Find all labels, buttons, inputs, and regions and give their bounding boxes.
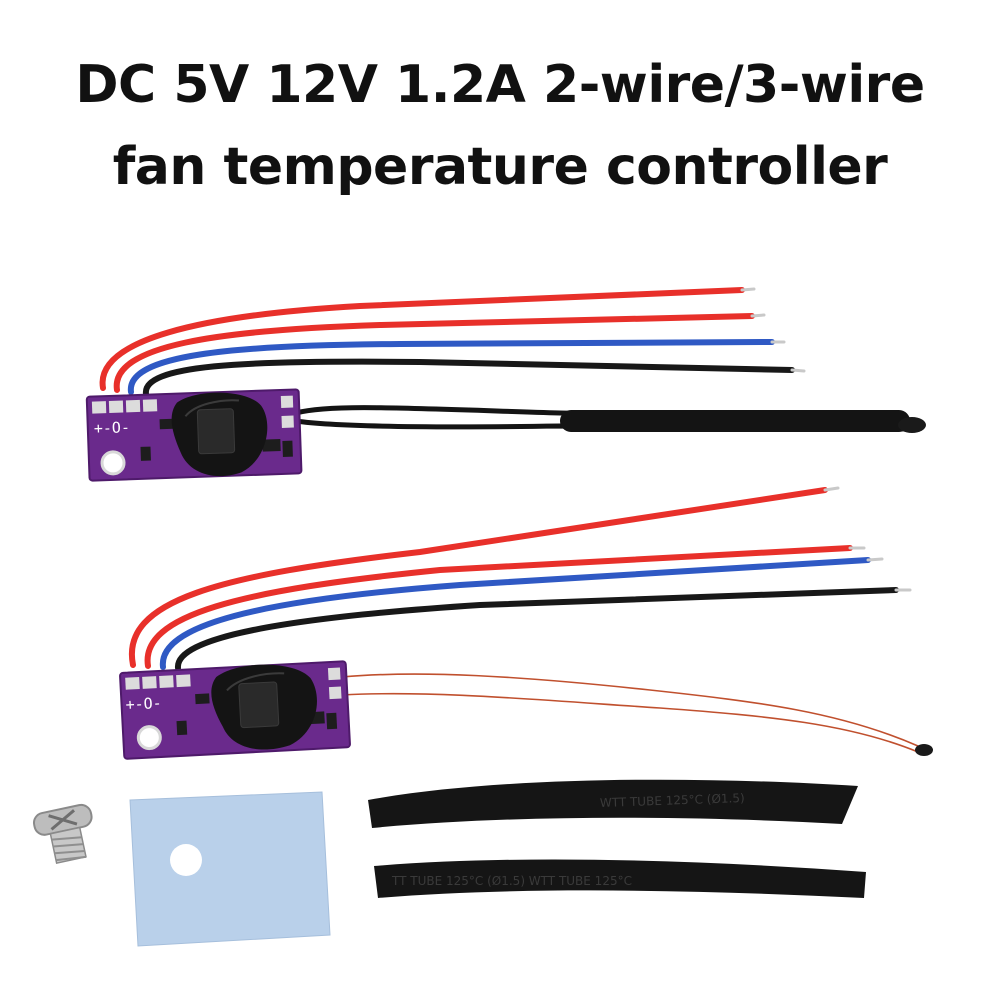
mounting-hole-bottom — [136, 725, 162, 751]
heat-shrink-tube-bottom: TT TUBE 125°C (Ø1.5) WTT TUBE 125°C — [374, 859, 866, 898]
wire-red-top-1 — [99, 287, 745, 391]
tube-print-top: WTT TUBE 125°C (Ø1.5) — [600, 791, 745, 810]
mounting-hole-top — [100, 450, 126, 476]
wire-tip — [790, 368, 806, 373]
wire-red-bottom-2 — [144, 545, 853, 669]
thermistor-leads-bottom — [341, 673, 933, 756]
mounting-screw — [32, 803, 93, 864]
pcb-silkscreen-label: +-O- — [94, 418, 131, 437]
wire-tip — [823, 486, 840, 492]
thermistor-cable-top — [295, 405, 926, 433]
controller-module-probe: +-O- — [85, 287, 926, 482]
wire-black-bottom — [175, 587, 899, 671]
title-line-1: DC 5V 12V 1.2A 2-wire/3-wire — [75, 55, 925, 115]
wire-tip — [740, 287, 756, 292]
wire-bundle-bottom — [128, 486, 912, 671]
pcb-silkscreen-label: +-O- — [125, 694, 162, 714]
wire-bundle-top — [99, 287, 806, 397]
wire-tip — [750, 313, 766, 318]
tube-print-bottom: TT TUBE 125°C (Ø1.5) WTT TUBE 125°C — [391, 874, 632, 888]
wire-blue-top — [127, 339, 775, 395]
pcb-board-top: +-O- — [85, 388, 303, 482]
controller-module-bare-thermistor: +-O- — [119, 486, 933, 760]
product-title: DC 5V 12V 1.2A 2-wire/3-wire fan tempera… — [0, 44, 1000, 208]
thermistor-probe-tip — [898, 417, 926, 433]
wire-tip — [866, 557, 884, 562]
thermistor-bead — [915, 744, 933, 756]
wire-black-top — [142, 358, 795, 397]
pcb-board-bottom: +-O- — [119, 660, 351, 760]
thermal-insulation-pad — [129, 791, 331, 947]
wire-blue-bottom — [159, 557, 871, 670]
pad-hole — [170, 844, 202, 876]
heat-shrink-tube-top: WTT TUBE 125°C (Ø1.5) — [368, 779, 858, 828]
wire-red-top-2 — [113, 313, 755, 393]
wire-red-bottom-1 — [128, 487, 828, 668]
title-line-2: fan temperature controller — [112, 137, 888, 197]
